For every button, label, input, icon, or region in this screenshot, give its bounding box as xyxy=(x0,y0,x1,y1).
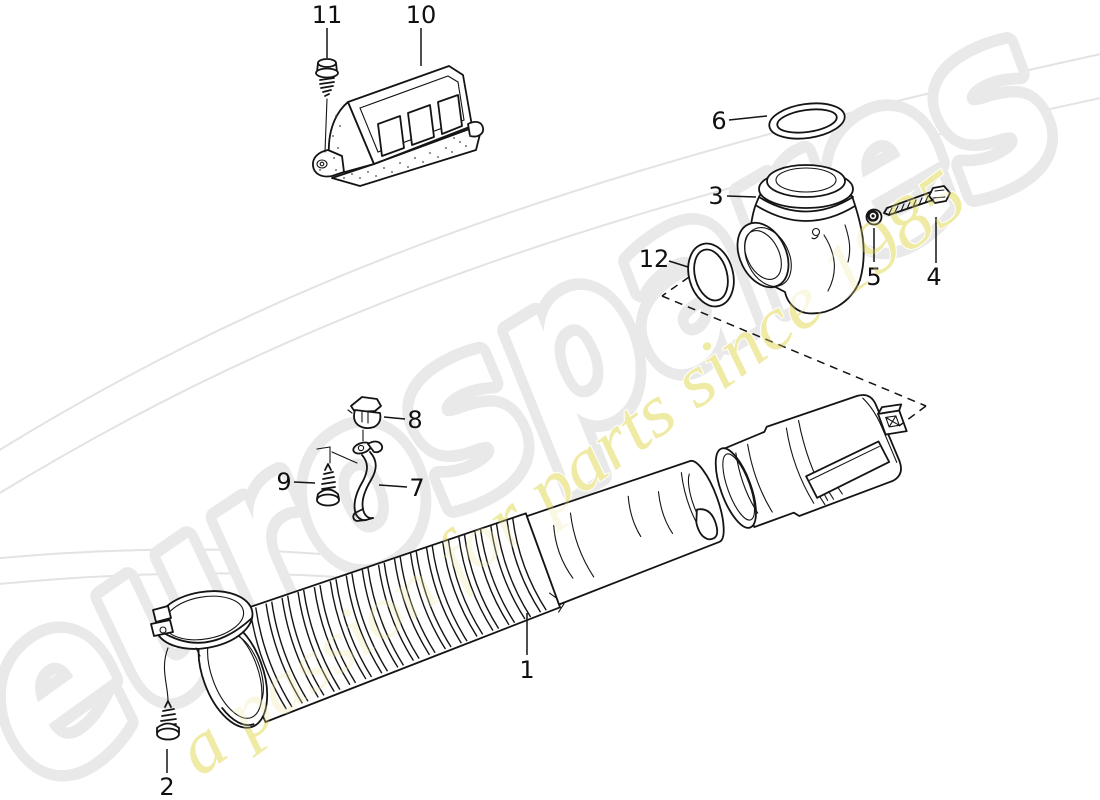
callout-9-number: 9 xyxy=(276,468,291,496)
hose-break-teardrop xyxy=(695,508,719,541)
grille-slot-2 xyxy=(407,104,435,146)
callout-5-number: 5 xyxy=(866,263,881,291)
swoosh-arc-lower xyxy=(0,97,1100,494)
hose-connector-nub xyxy=(877,403,908,436)
callouts: 1 2 3 4 5 6 7 8 xyxy=(159,1,941,800)
callout-2: 2 xyxy=(159,749,175,800)
part-9-screw xyxy=(316,446,358,507)
part-3-elbow-duct xyxy=(736,164,865,315)
hose-mid-tube xyxy=(525,459,725,606)
part-7-strap-bracket xyxy=(352,440,384,522)
grille-stipple xyxy=(319,115,471,179)
grille-right-tab xyxy=(467,121,484,138)
callout-6-number: 6 xyxy=(711,107,726,135)
swoosh-arc-upper xyxy=(0,53,1100,451)
callout-10-number: 10 xyxy=(406,1,437,29)
callout-11: 11 xyxy=(312,1,343,58)
callout-1-number: 1 xyxy=(519,656,534,684)
assembly-dashed-lines xyxy=(661,276,927,427)
callout-7: 7 xyxy=(378,474,425,502)
part-10-vent-grille xyxy=(312,65,484,187)
callout-4: 4 xyxy=(926,217,942,291)
callout-6: 6 xyxy=(711,107,768,135)
callout-3: 3 xyxy=(708,182,757,210)
hose-clamp-ring xyxy=(150,590,254,657)
callout-12-number: 12 xyxy=(639,245,670,273)
part-6-o-ring xyxy=(768,102,846,140)
hose-corrugations xyxy=(249,518,547,710)
hose-right-opening xyxy=(714,447,757,529)
callout-10: 10 xyxy=(406,1,437,66)
callout-4-number: 4 xyxy=(926,263,941,291)
callout-2-number: 2 xyxy=(159,773,174,800)
part-2-screw xyxy=(156,647,180,741)
callout-12: 12 xyxy=(639,245,689,273)
callout-11-number: 11 xyxy=(312,1,343,29)
callout-1: 1 xyxy=(519,613,535,684)
canister-mounting-plate xyxy=(805,440,891,499)
swoosh-tail-1 xyxy=(0,548,321,560)
part-12-sealing-ring xyxy=(687,242,735,308)
callout-5: 5 xyxy=(866,228,882,291)
callout-9: 9 xyxy=(276,468,316,496)
callout-3-number: 3 xyxy=(708,182,723,210)
swoosh-tail-2 xyxy=(0,572,351,585)
callout-8: 8 xyxy=(383,406,423,434)
callout-7-number: 7 xyxy=(409,474,424,502)
part-4-screw xyxy=(883,185,951,216)
hose-end-canister xyxy=(722,394,902,528)
elbow-socket-opening xyxy=(736,221,790,289)
part-5-washer xyxy=(865,208,883,226)
grille-slot-3 xyxy=(437,94,463,135)
grille-slot-1 xyxy=(377,115,405,157)
part-11-screw xyxy=(315,58,339,153)
part-8-clip xyxy=(347,396,382,442)
callout-8-number: 8 xyxy=(407,406,422,434)
